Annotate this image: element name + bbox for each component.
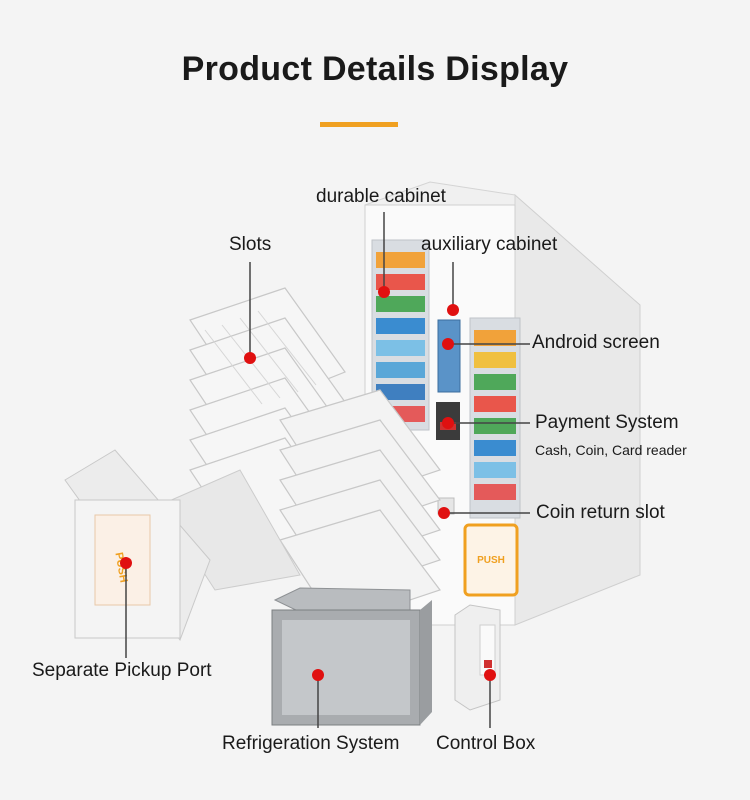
marker-refrigeration xyxy=(312,669,324,681)
label-refrigeration-system: Refrigeration System xyxy=(222,733,400,754)
vending-machine: PUSH xyxy=(364,181,641,626)
separate-pickup-port: PUSH xyxy=(64,449,211,642)
label-auxiliary-cabinet: auxiliary cabinet xyxy=(421,234,558,255)
marker-auxiliary-cabinet xyxy=(447,304,459,316)
marker-control-box xyxy=(484,669,496,681)
title-accent-bar xyxy=(320,122,398,127)
marker-android-screen xyxy=(442,338,454,350)
marker-coin-return xyxy=(438,507,450,519)
label-durable-cabinet: durable cabinet xyxy=(316,186,446,207)
marker-pickup-port xyxy=(120,557,132,569)
android-screen xyxy=(437,319,461,393)
page-title: Product Details Display xyxy=(181,50,569,88)
label-android-screen: Android screen xyxy=(532,332,660,353)
label-control-box: Control Box xyxy=(436,733,536,754)
label-payment-system: Payment System xyxy=(535,412,679,433)
refrigeration-system xyxy=(271,587,432,726)
push-door-label: PUSH xyxy=(477,555,505,566)
label-slots: Slots xyxy=(229,234,272,255)
label-payment-methods: Cash, Coin, Card reader xyxy=(535,442,687,458)
marker-payment-system xyxy=(442,417,454,429)
leader-lines xyxy=(125,212,530,728)
marker-dots xyxy=(120,286,496,681)
push-door xyxy=(463,523,519,597)
label-coin-return-slot: Coin return slot xyxy=(536,502,665,523)
label-separate-pickup-port: Separate Pickup Port xyxy=(32,660,212,681)
marker-durable-cabinet xyxy=(378,286,390,298)
control-box xyxy=(454,604,501,711)
marker-slots xyxy=(244,352,256,364)
